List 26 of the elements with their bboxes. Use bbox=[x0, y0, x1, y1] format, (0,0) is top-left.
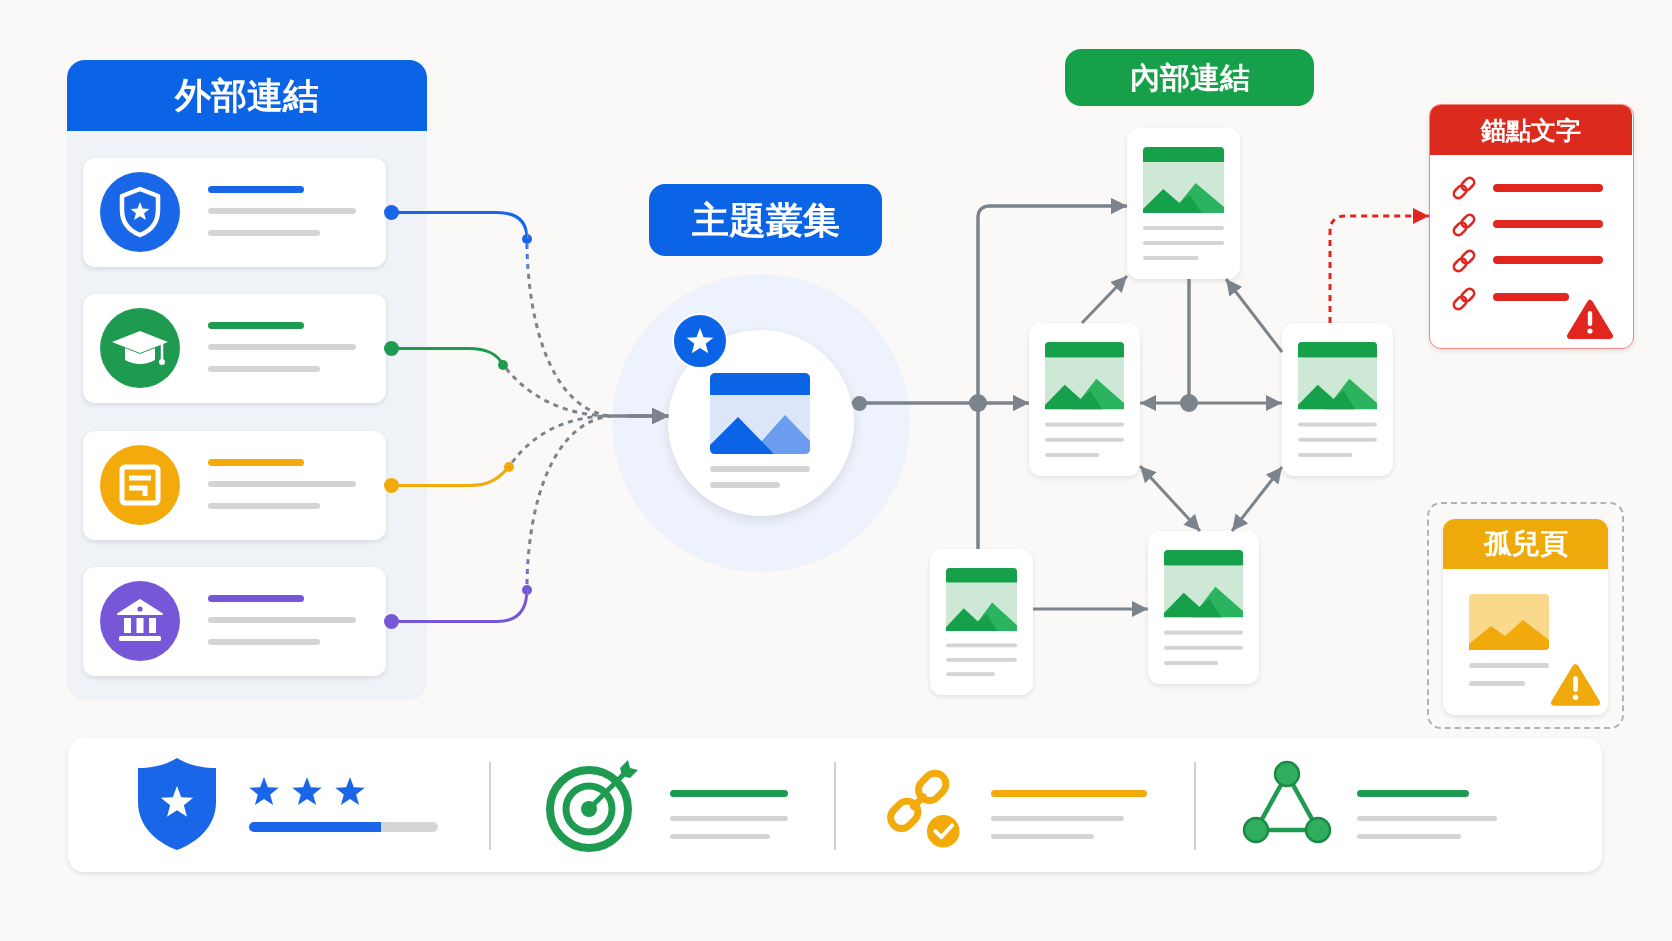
source-card bbox=[83, 158, 386, 267]
card-header: 錨點文字 bbox=[1430, 105, 1632, 155]
heading-pill: 主題叢集 bbox=[649, 184, 882, 256]
page-card bbox=[930, 549, 1033, 695]
heading-pill: 內部連結 bbox=[1065, 49, 1314, 106]
dashed-frame bbox=[1427, 502, 1624, 729]
source-card bbox=[83, 567, 386, 676]
page-card bbox=[1127, 128, 1240, 279]
arrow bbox=[1187, 279, 1282, 411]
page-card bbox=[1029, 323, 1140, 476]
page-card bbox=[1282, 323, 1393, 476]
arrow bbox=[976, 395, 1029, 549]
card-header: 孤兒頁 bbox=[1443, 519, 1608, 569]
page-card bbox=[1148, 531, 1259, 684]
source-card bbox=[83, 294, 386, 403]
arrow bbox=[1080, 274, 1129, 325]
link-list-card bbox=[1429, 104, 1634, 349]
panel-header: 外部連結 bbox=[67, 60, 427, 131]
arrow bbox=[1328, 208, 1429, 323]
arrow bbox=[1033, 601, 1148, 617]
source-card bbox=[83, 431, 386, 540]
arrow bbox=[1230, 466, 1284, 532]
arrow bbox=[1138, 465, 1202, 532]
page-card bbox=[1443, 519, 1608, 715]
arrow bbox=[1224, 278, 1284, 353]
link-panel bbox=[67, 60, 427, 700]
